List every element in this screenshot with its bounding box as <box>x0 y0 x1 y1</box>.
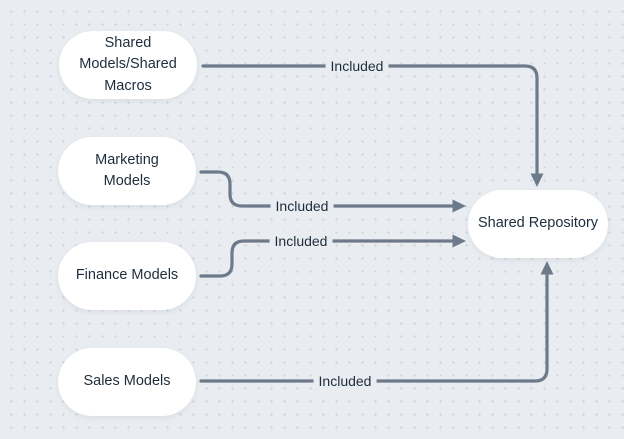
node-label: Marketing Models <box>95 151 159 189</box>
node-shared-repository: Shared Repository <box>468 190 608 258</box>
node-sales-models: Sales Models <box>58 348 196 416</box>
edge-label-included-finance: Included <box>269 232 333 250</box>
node-marketing-models: Marketing Models <box>58 137 196 205</box>
edge-label-included-shared-models: Included <box>325 57 389 75</box>
edge-label-included-marketing: Included <box>270 197 334 215</box>
edge-shared-models-to-repo <box>201 64 544 187</box>
edge-sales-to-repo <box>199 261 554 383</box>
edge-label-included-sales: Included <box>313 372 377 390</box>
node-finance-models: Finance Models <box>58 242 196 310</box>
edge-marketing-to-repo <box>199 170 466 213</box>
node-shared-models-shared-macros: Shared Models/Shared Macros <box>59 31 197 99</box>
node-label: Sales Models <box>83 373 171 390</box>
node-label: Shared Repository <box>477 215 599 232</box>
node-label: Shared Models/Shared Macros <box>79 35 177 94</box>
node-label: Finance Models <box>75 267 179 284</box>
edge-finance-to-repo <box>199 234 466 278</box>
